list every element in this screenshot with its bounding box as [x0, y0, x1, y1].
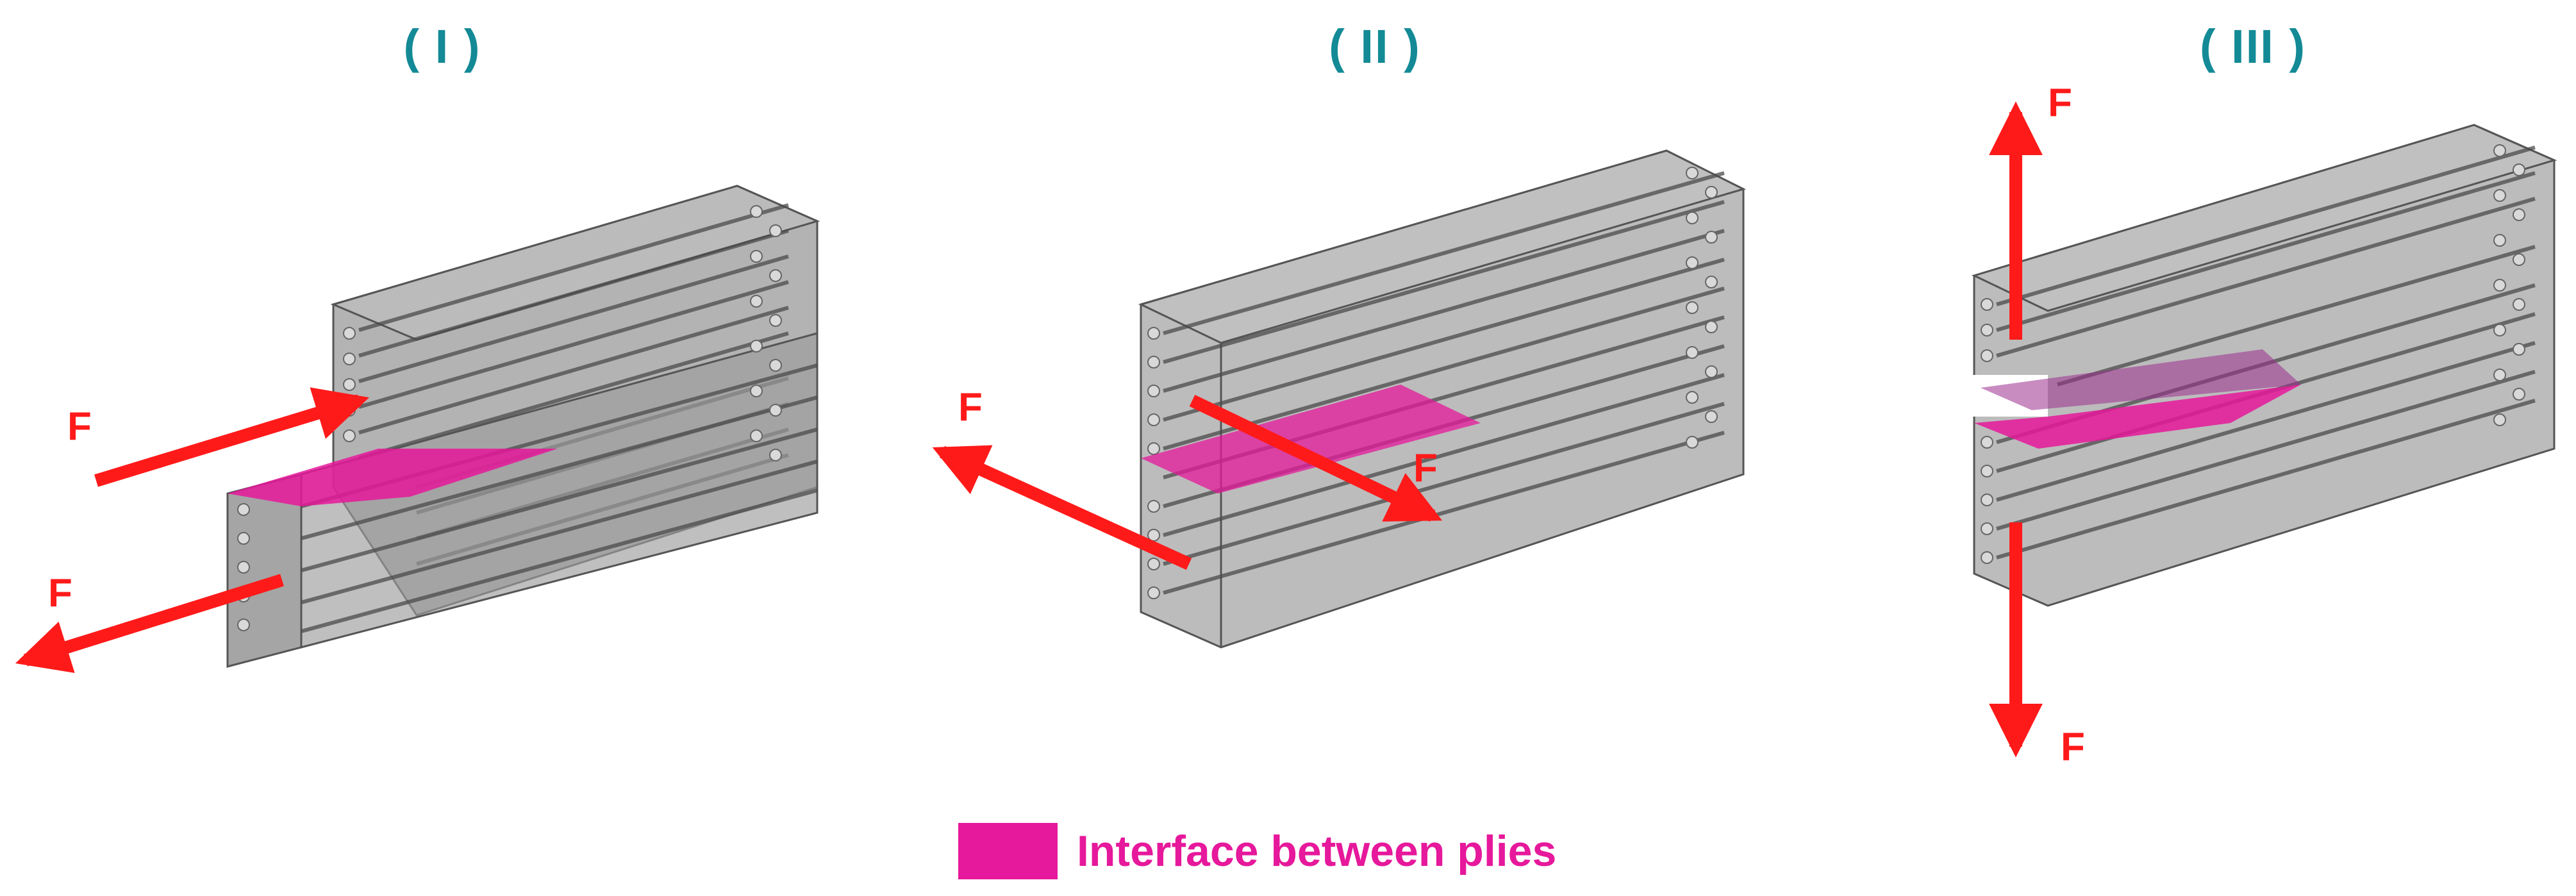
specimen-mode-3 — [1968, 101, 2557, 758]
interface-plane-mode-3-upper — [1981, 349, 2301, 410]
force-label-mode-2-upper: F — [1413, 446, 1438, 490]
title-mode-3: ( III ) — [2199, 20, 2307, 73]
fibers-mode-1-lower — [301, 363, 818, 633]
block-top-mode-3 — [1971, 124, 2557, 312]
interface-plane-mode-1 — [228, 449, 558, 506]
specimen-mode-1 — [15, 185, 820, 674]
specimen-mode-2 — [932, 149, 1747, 649]
force-label-mode-1-upper: F — [67, 404, 92, 449]
force-arrow-mode-2-upper — [1189, 394, 1443, 522]
legend-label: Interface between plies — [1077, 827, 1557, 875]
force-arrow-mode-1-lower — [15, 574, 284, 674]
fiber-ends-mode-3 — [1981, 144, 2525, 564]
title-mode-2: ( II ) — [1329, 20, 1421, 73]
legend: Interface between plies — [958, 822, 1556, 880]
force-label-mode-2-lower: F — [958, 385, 983, 429]
title-mode-1: ( I ) — [403, 20, 481, 73]
force-arrow-mode-1-upper — [94, 387, 370, 487]
force-arrow-mode-2-lower — [932, 445, 1192, 570]
legend-swatch-interface — [958, 823, 1058, 879]
interface-plane-mode-2 — [1141, 385, 1481, 494]
fiber-ends-mode-2 — [1147, 167, 1718, 599]
interface-plane-mode-3 — [1974, 385, 2301, 449]
force-label-mode-3-up: F — [2048, 81, 2072, 125]
force-label-mode-1-lower: F — [48, 571, 72, 615]
force-label-mode-3-down: F — [2061, 725, 2085, 769]
